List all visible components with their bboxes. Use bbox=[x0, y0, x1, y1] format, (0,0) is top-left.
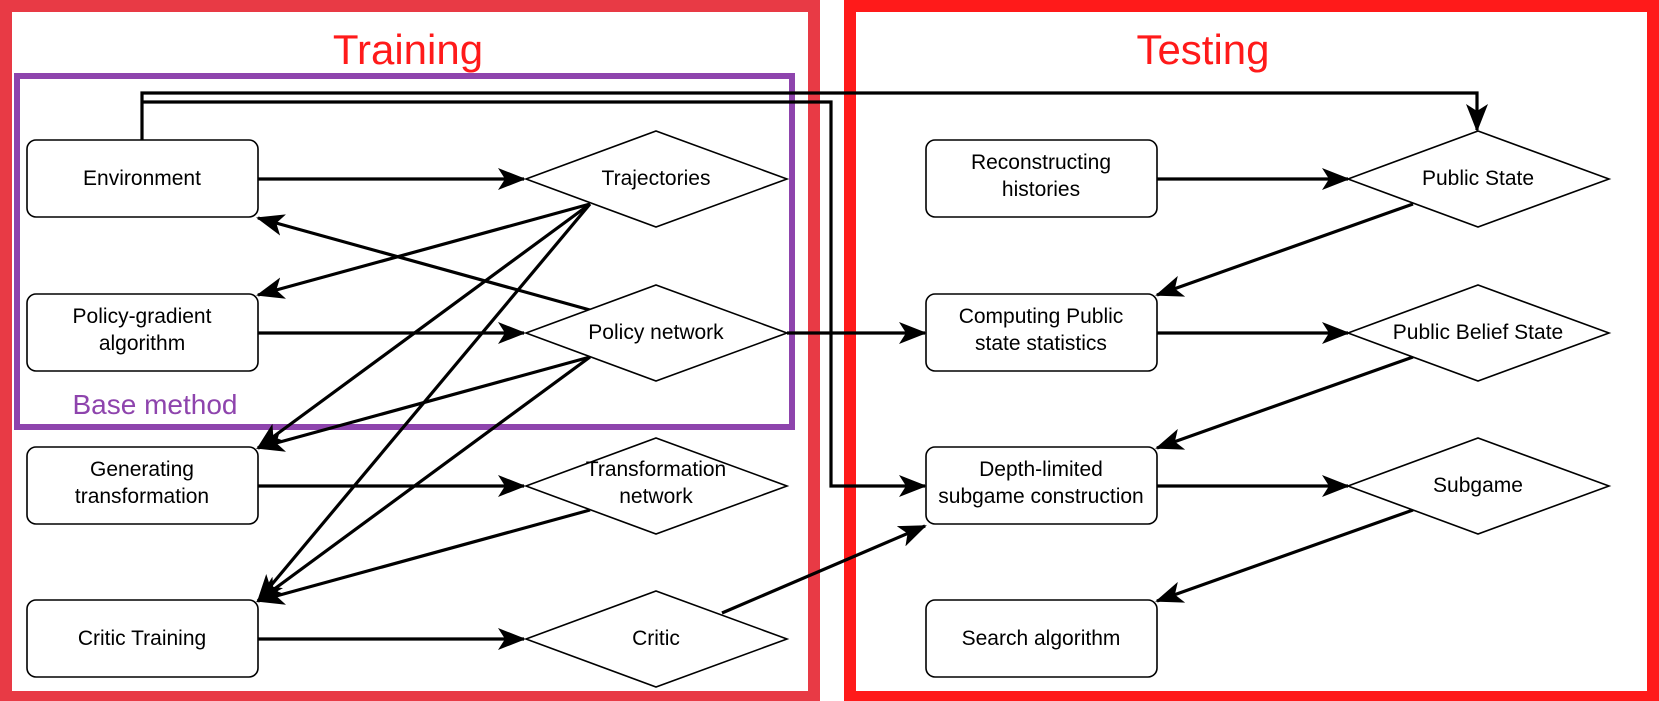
edge-policy-critictraining bbox=[256, 355, 591, 603]
edge-env-depthlimited bbox=[142, 100, 927, 497]
training-panel bbox=[0, 0, 820, 701]
training-title: Training bbox=[333, 26, 483, 73]
node-critic: Critic bbox=[523, 590, 790, 688]
testing-title: Testing bbox=[1136, 26, 1269, 73]
node-public-state-label: Public State bbox=[1422, 167, 1534, 190]
node-reconstructing-label-2: histories bbox=[1002, 178, 1080, 201]
node-computing-public-state-statistics: Computing Public state statistics bbox=[925, 293, 1158, 372]
node-reconstructing-label-1: Reconstructing bbox=[971, 151, 1111, 174]
edge-traj-gen bbox=[256, 202, 591, 450]
node-search-algorithm-label: Search algorithm bbox=[962, 627, 1121, 650]
node-transformation-label-1: Transformation bbox=[586, 458, 726, 481]
node-public-belief-state-label: Public Belief State bbox=[1393, 321, 1563, 344]
base-method-label: Base method bbox=[73, 389, 238, 420]
node-generating-transformation: Generating transformation bbox=[26, 446, 259, 525]
edge-traj-pg bbox=[256, 202, 591, 299]
node-depth-limited-subgame-construction: Depth-limited subgame construction bbox=[925, 446, 1158, 525]
node-search-algorithm: Search algorithm bbox=[925, 599, 1158, 678]
node-depth-limited-label-1: Depth-limited bbox=[979, 458, 1103, 481]
node-transformation-network: Transformation network bbox=[523, 437, 790, 535]
node-policy-network-label: Policy network bbox=[588, 321, 724, 344]
node-trajectories: Trajectories bbox=[523, 130, 790, 228]
node-computing-label-2: state statistics bbox=[975, 332, 1107, 355]
node-policy-network: Policy network bbox=[523, 284, 790, 382]
node-public-state: Public State bbox=[1345, 130, 1612, 228]
node-subgame: Subgame bbox=[1345, 437, 1612, 535]
edge-transformation-critictraining bbox=[256, 508, 591, 605]
edges bbox=[140, 91, 1488, 650]
node-environment: Environment bbox=[26, 139, 259, 218]
node-subgame-label: Subgame bbox=[1433, 474, 1523, 497]
node-generating-label-1: Generating bbox=[90, 458, 194, 481]
edge-policy-env bbox=[256, 214, 591, 312]
node-environment-label: Environment bbox=[83, 167, 201, 190]
node-critic-label: Critic bbox=[632, 627, 680, 650]
edge-critic-depthlimited bbox=[721, 524, 927, 615]
edge-policy-gen bbox=[256, 355, 591, 452]
node-generating-label-2: transformation bbox=[75, 485, 209, 508]
node-transformation-label-2: network bbox=[619, 485, 693, 508]
edge-pbs-depthlimited bbox=[1155, 355, 1414, 450]
edge-subgame-search bbox=[1155, 508, 1414, 603]
node-policy-gradient-algorithm: Policy-gradient algorithm bbox=[26, 293, 259, 372]
node-policy-gradient-label-2: algorithm bbox=[99, 332, 185, 355]
testing-panel bbox=[844, 0, 1659, 701]
node-critic-training-label: Critic Training bbox=[78, 627, 206, 650]
edge-env-publicstate bbox=[140, 91, 1488, 140]
node-public-belief-state: Public Belief State bbox=[1345, 284, 1612, 382]
node-computing-label-1: Computing Public bbox=[959, 305, 1124, 328]
node-reconstructing-histories: Reconstructing histories bbox=[925, 139, 1158, 218]
node-critic-training: Critic Training bbox=[26, 599, 259, 678]
node-policy-gradient-label-1: Policy-gradient bbox=[73, 305, 212, 328]
node-trajectories-label: Trajectories bbox=[602, 167, 711, 190]
node-depth-limited-label-2: subgame construction bbox=[938, 485, 1143, 508]
edge-publicstate-computing bbox=[1155, 202, 1414, 297]
